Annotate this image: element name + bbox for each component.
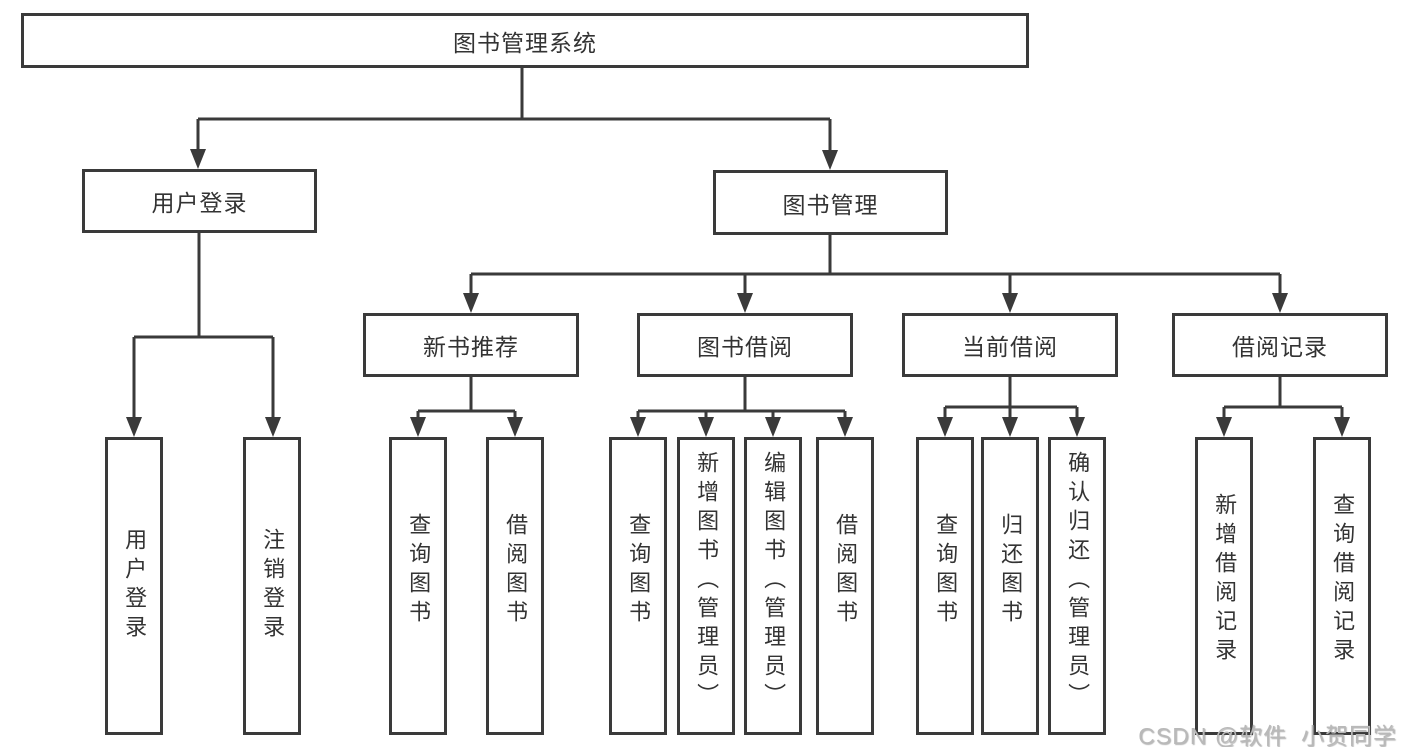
connector-current-borrow	[943, 377, 1079, 420]
node-book-management-label: 图书管理	[782, 191, 879, 218]
connector-user-login	[132, 233, 275, 420]
leaf-logout-label: 注销登录	[260, 528, 286, 644]
connector-borrow-records	[1222, 377, 1344, 420]
leaf-user-login: 用户登录	[105, 437, 163, 735]
node-new-book-recommend: 新书推荐	[363, 313, 579, 377]
node-current-borrow: 当前借阅	[902, 313, 1118, 377]
node-book-borrow: 图书借阅	[637, 313, 853, 377]
node-book-management: 图书管理	[713, 170, 948, 235]
leaf-add-book-admin: 新增图书（管理员）	[677, 437, 735, 735]
leaf-borrow-books-recommend-label: 借阅图书	[503, 513, 529, 629]
leaf-edit-book-admin-label: 编辑图书（管理员）	[761, 450, 787, 712]
watermark: CSDN @软件_小贺同学	[1138, 723, 1397, 747]
leaf-query-books-borrow-label: 查询图书	[626, 513, 652, 629]
connector-root	[196, 68, 832, 153]
leaf-query-books-recommend: 查询图书	[389, 437, 447, 735]
leaf-query-borrow-record-label: 查询借阅记录	[1330, 493, 1356, 667]
leaf-logout: 注销登录	[243, 437, 301, 735]
leaf-return-book: 归还图书	[981, 437, 1039, 735]
node-borrow-records: 借阅记录	[1172, 313, 1388, 377]
node-new-book-recommend-label: 新书推荐	[423, 334, 519, 360]
connector-new-book-recommend	[416, 377, 517, 420]
leaf-return-book-label: 归还图书	[998, 513, 1024, 629]
node-user-login: 用户登录	[82, 169, 317, 233]
connector-book-management	[469, 235, 1282, 296]
node-root: 图书管理系统	[21, 13, 1029, 68]
leaf-edit-book-admin: 编辑图书（管理员）	[744, 437, 802, 735]
node-root-label: 图书管理系统	[453, 29, 597, 56]
leaf-add-borrow-record: 新增借阅记录	[1195, 437, 1253, 735]
leaf-query-borrow-record: 查询借阅记录	[1313, 437, 1371, 735]
arrowheads	[126, 149, 1350, 437]
leaf-add-book-admin-label: 新增图书（管理员）	[694, 450, 720, 712]
connector-book-borrow	[636, 377, 847, 420]
leaf-query-books-recommend-label: 查询图书	[406, 513, 432, 629]
leaf-query-books-current-label: 查询图书	[933, 513, 959, 629]
leaf-query-books-current: 查询图书	[916, 437, 974, 735]
leaf-borrow-books-recommend: 借阅图书	[486, 437, 544, 735]
node-borrow-records-label: 借阅记录	[1232, 334, 1328, 360]
leaf-user-login-label: 用户登录	[122, 528, 148, 644]
leaf-add-borrow-record-label: 新增借阅记录	[1212, 493, 1238, 667]
leaf-confirm-return-admin: 确认归还（管理员）	[1048, 437, 1106, 735]
leaf-query-books-borrow: 查询图书	[609, 437, 667, 735]
leaf-confirm-return-admin-label: 确认归还（管理员）	[1065, 450, 1091, 712]
leaf-borrow-books: 借阅图书	[816, 437, 874, 735]
leaf-borrow-books-label: 借阅图书	[833, 513, 859, 629]
node-current-borrow-label: 当前借阅	[962, 334, 1058, 360]
node-book-borrow-label: 图书借阅	[697, 334, 793, 360]
node-user-login-label: 用户登录	[151, 190, 248, 216]
